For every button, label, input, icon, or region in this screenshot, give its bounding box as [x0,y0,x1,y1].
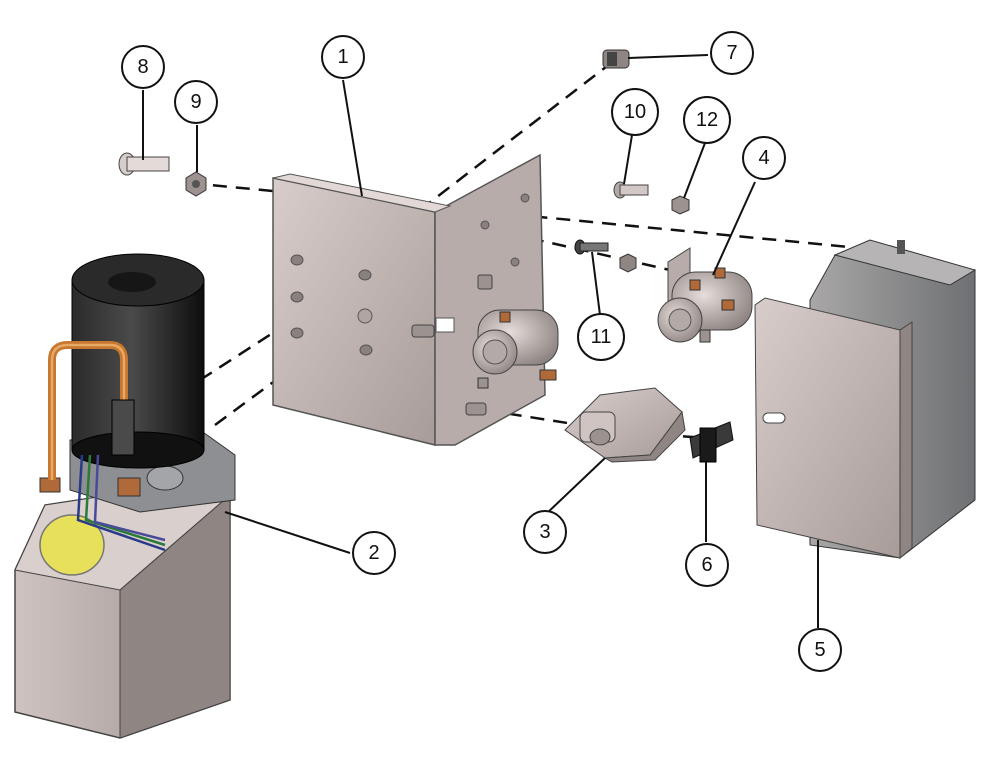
leader-10 [623,134,633,185]
callout-5-label: 5 [814,639,825,661]
leader-2 [224,511,351,554]
callout-2-label: 2 [368,542,379,564]
leader-3 [544,457,606,516]
retaining-clip [689,421,734,463]
callout-10: 10 [611,88,659,136]
leader-7 [627,54,709,59]
callout-12-label: 12 [696,109,718,131]
callout-10-label: 10 [624,101,646,123]
motor [71,253,205,469]
nut-12 [671,195,690,215]
hardware [118,49,690,273]
callout-7-label: 7 [726,42,737,64]
callout-6-label: 6 [701,554,712,576]
callout-4-label: 4 [758,147,769,169]
pump-motor-unit [14,253,236,739]
callout-1-label: 1 [337,46,348,68]
reservoir-cap [39,514,105,576]
nut-9 [185,171,207,197]
callouts: 1 2 3 4 5 6 7 8 [121,31,842,672]
leader-12 [683,142,706,199]
callout-1: 1 [321,35,365,79]
dash-line-switch-mount [484,408,581,427]
leader-11 [591,251,601,316]
callout-5: 5 [798,628,842,672]
enclosure-cover [754,239,977,560]
wire-harness [76,454,166,552]
leader-1 [342,79,363,197]
callout-3: 3 [523,510,567,554]
callout-11: 11 [577,313,625,361]
bracket-solenoid [472,309,559,389]
leader-lines [142,54,819,628]
screw-11 [574,239,609,255]
callout-9: 9 [174,80,218,124]
callout-2: 2 [352,531,396,575]
callout-11-label: 11 [591,326,612,348]
callout-8-label: 8 [137,56,148,78]
pressure-switch [564,387,686,463]
callout-7: 7 [710,31,754,75]
bracket-studs [411,274,493,416]
callout-3-label: 3 [539,521,550,543]
nut-11b [619,253,637,273]
leader-4 [712,181,756,276]
bolt-8 [118,152,170,176]
hydraulic-tube [48,341,135,480]
mounting-bracket [272,153,559,446]
fitting-7 [602,49,630,69]
dash-line-fitting-7 [419,59,616,211]
callout-9-label: 9 [190,91,201,113]
bolt-10 [613,181,649,199]
callout-8: 8 [121,45,165,89]
callout-12: 12 [683,96,731,144]
callout-4: 4 [742,136,786,180]
callout-6: 6 [685,543,729,587]
solenoid [657,247,753,343]
